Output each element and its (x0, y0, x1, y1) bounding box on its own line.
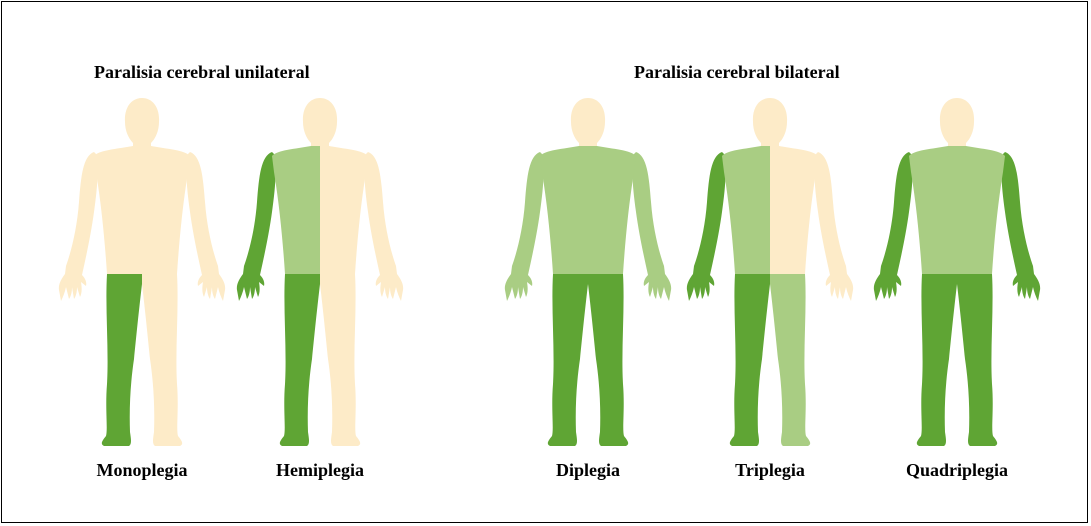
right-arm-region (365, 152, 404, 301)
torso-right-half-region (588, 146, 636, 274)
torso-right-half-region (142, 146, 190, 274)
torso-left-half-region (722, 146, 770, 274)
title-bilateral: Paralisia cerebral bilateral (634, 62, 840, 83)
figure-monoplegia (57, 94, 227, 450)
torso-left-half-region (272, 146, 320, 274)
torso-right-half-region (957, 146, 1005, 274)
left-arm-region (687, 152, 726, 301)
label-diplegia: Diplegia (503, 460, 673, 481)
torso-right-half-region (770, 146, 818, 274)
figure-triplegia (685, 94, 855, 450)
right-leg-region (142, 274, 182, 446)
left-leg-region (102, 274, 142, 446)
figure-diplegia (503, 94, 673, 450)
head-region (571, 98, 605, 152)
right-leg-region (957, 274, 997, 446)
left-leg-region (730, 274, 770, 446)
head-region (303, 98, 337, 152)
left-arm-region (505, 152, 544, 301)
right-arm-region (815, 152, 854, 301)
title-unilateral: Paralisia cerebral unilateral (94, 62, 310, 83)
figure-hemiplegia (235, 94, 405, 450)
right-leg-region (588, 274, 628, 446)
torso-left-half-region (909, 146, 957, 274)
left-arm-region (874, 152, 913, 301)
torso-left-half-region (540, 146, 588, 274)
label-quadriplegia: Quadriplegia (872, 460, 1042, 481)
label-hemiplegia: Hemiplegia (235, 460, 405, 481)
label-triplegia: Triplegia (685, 460, 855, 481)
left-leg-region (917, 274, 957, 446)
right-leg-region (320, 274, 360, 446)
right-leg-region (770, 274, 810, 446)
figure-quadriplegia (872, 94, 1042, 450)
head-region (753, 98, 787, 152)
left-arm-region (59, 152, 98, 301)
left-leg-region (280, 274, 320, 446)
torso-right-half-region (320, 146, 368, 274)
label-monoplegia: Monoplegia (57, 460, 227, 481)
left-leg-region (548, 274, 588, 446)
head-region (125, 98, 159, 152)
right-arm-region (187, 152, 226, 301)
head-region (940, 98, 974, 152)
torso-left-half-region (94, 146, 142, 274)
right-arm-region (1002, 152, 1041, 301)
right-arm-region (633, 152, 672, 301)
left-arm-region (237, 152, 276, 301)
